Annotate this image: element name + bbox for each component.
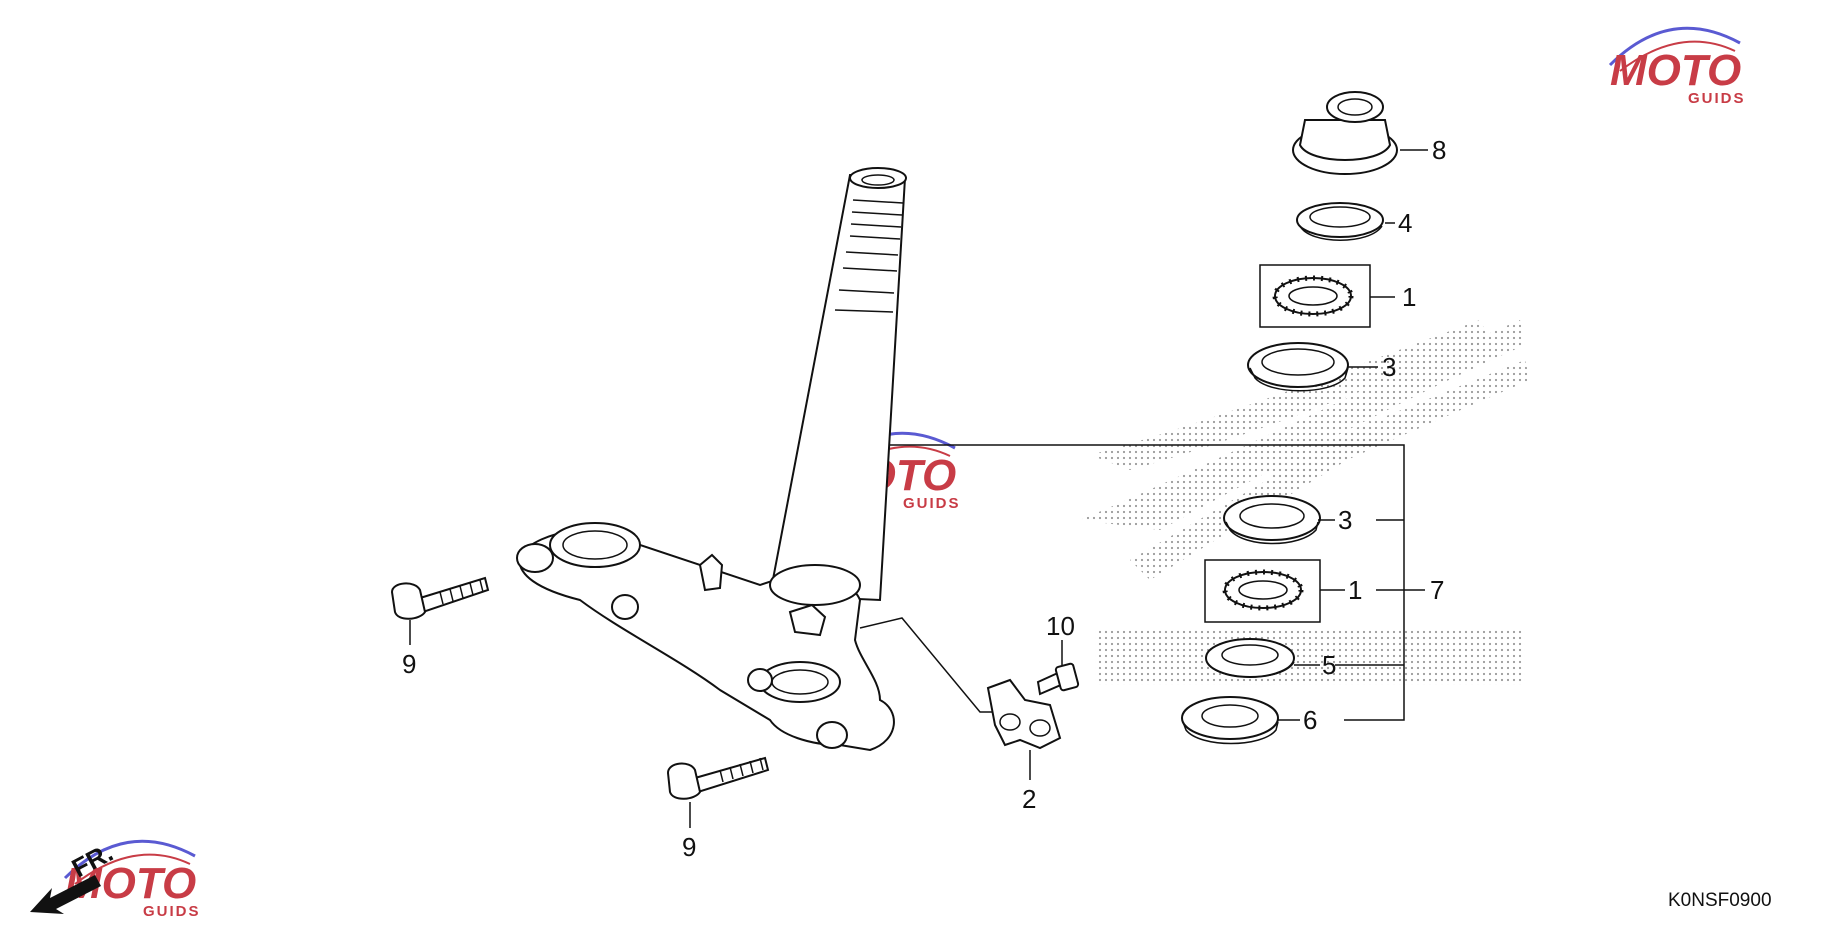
bearing-race-5	[1205, 638, 1295, 678]
bearing-race-top	[1247, 342, 1349, 392]
watermark-subtext: GUIDS	[1688, 90, 1746, 107]
leader-bridge-to-clamp	[859, 617, 1005, 713]
callout-3-lower: 3	[1338, 505, 1352, 535]
ball-bearing-top	[1259, 264, 1371, 328]
callout-6: 6	[1303, 705, 1317, 735]
bearing-race-lower	[1223, 495, 1321, 545]
callout-5: 5	[1322, 650, 1336, 680]
ball-bearing-lower	[1204, 559, 1321, 623]
callout-8: 8	[1432, 135, 1446, 165]
front-arrow-icon	[30, 875, 101, 914]
watermark-top-right: MOTO GUIDS	[1608, 26, 1746, 107]
long-bolt-bottom	[666, 756, 770, 800]
callout-3-top: 3	[1382, 352, 1396, 382]
small-bolt-10	[1036, 662, 1080, 696]
steering-stem	[768, 167, 907, 602]
callout-1-top: 1	[1402, 282, 1416, 312]
watermark-text: MOTO	[1610, 46, 1741, 95]
long-bolt-left	[390, 576, 490, 620]
callout-1-lower: 1	[1348, 575, 1362, 605]
callout-2: 2	[1022, 784, 1036, 814]
callout-9-left: 9	[402, 649, 416, 679]
watermark-subtext: GUIDS	[143, 903, 201, 920]
assembly-bracket-7	[862, 444, 1405, 721]
bottom-bridge	[516, 522, 895, 752]
callout-10: 10	[1046, 611, 1075, 641]
watermark-subtext: GUIDS	[903, 495, 961, 512]
callout-4: 4	[1398, 208, 1412, 238]
callout-7: 7	[1430, 575, 1444, 605]
wire-clamp	[986, 678, 1062, 750]
dust-seal-4	[1296, 202, 1384, 241]
callout-9-bottom: 9	[682, 832, 696, 862]
diagram-code: K0NSF0900	[1668, 890, 1772, 911]
dust-seal-6	[1181, 696, 1279, 745]
adjusting-nut	[1292, 91, 1398, 175]
